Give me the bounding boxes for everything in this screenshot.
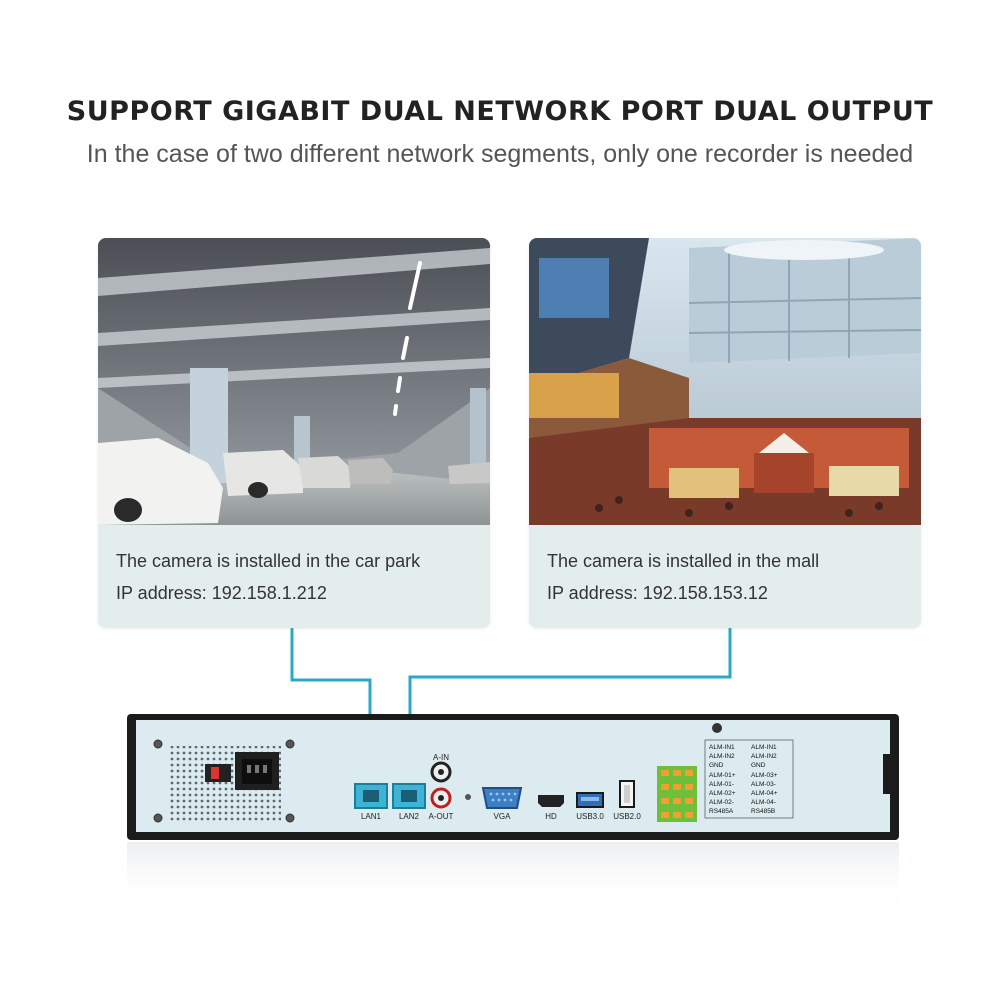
alarm-label: ALM-IN2 <box>709 753 735 760</box>
usb3-label: USB3.0 <box>576 812 604 821</box>
alarm-label: ALM-03- <box>751 781 776 788</box>
lan1-label: LAN1 <box>361 812 382 821</box>
page-subtitle: In the case of two different network seg… <box>86 140 914 168</box>
hd-port[interactable] <box>538 795 564 807</box>
audio-in-label: A-IN <box>433 753 449 762</box>
car-park-photo <box>98 238 490 525</box>
alarm-terminal-block[interactable] <box>657 766 697 822</box>
alarm-label: RS485B <box>751 808 775 815</box>
alarm-label: ALM-03+ <box>751 772 778 779</box>
alarm-label: ALM-04- <box>751 799 776 806</box>
mall-photo <box>529 238 921 525</box>
alarm-label: ALM-IN2 <box>751 753 777 760</box>
car-park-caption: The camera is installed in the car park <box>116 551 421 571</box>
car-park-ip: IP address: 192.158.1.212 <box>116 583 327 603</box>
mall-ip: IP address: 192.158.153.12 <box>547 583 768 603</box>
alarm-label: ALM-IN1 <box>709 744 735 751</box>
alarm-label: ALM-01+ <box>709 772 736 779</box>
alarm-label: GND <box>751 762 766 769</box>
nvr-rear-panel: LAN1 LAN2 A-IN A-OUT VGA HD USB3.0 USB2.… <box>127 714 899 840</box>
alarm-label: ALM-IN1 <box>751 744 777 751</box>
alarm-label: ALM-04+ <box>751 790 778 797</box>
alarm-label: ALM-01- <box>709 781 734 788</box>
car-park-card: The camera is installed in the car park … <box>98 238 490 628</box>
vga-label: VGA <box>494 812 512 821</box>
lan2-label: LAN2 <box>399 812 420 821</box>
page-title: SUPPORT GIGABIT DUAL NETWORK PORT DUAL O… <box>66 96 934 127</box>
audio-out-label: A-OUT <box>429 812 454 821</box>
mall-card: The camera is installed in the mall IP a… <box>529 238 921 628</box>
vga-port[interactable] <box>481 787 523 809</box>
alarm-label: ALM-02- <box>709 799 734 806</box>
mall-caption: The camera is installed in the mall <box>547 551 820 571</box>
alarm-label: ALM-02+ <box>709 790 736 797</box>
alarm-label: RS485A <box>709 808 734 815</box>
alarm-label: GND <box>709 762 724 769</box>
usb2-label: USB2.0 <box>613 812 641 821</box>
lan2-port[interactable] <box>392 783 426 809</box>
nvr-reflection <box>127 842 899 912</box>
hd-label: HD <box>545 812 557 821</box>
